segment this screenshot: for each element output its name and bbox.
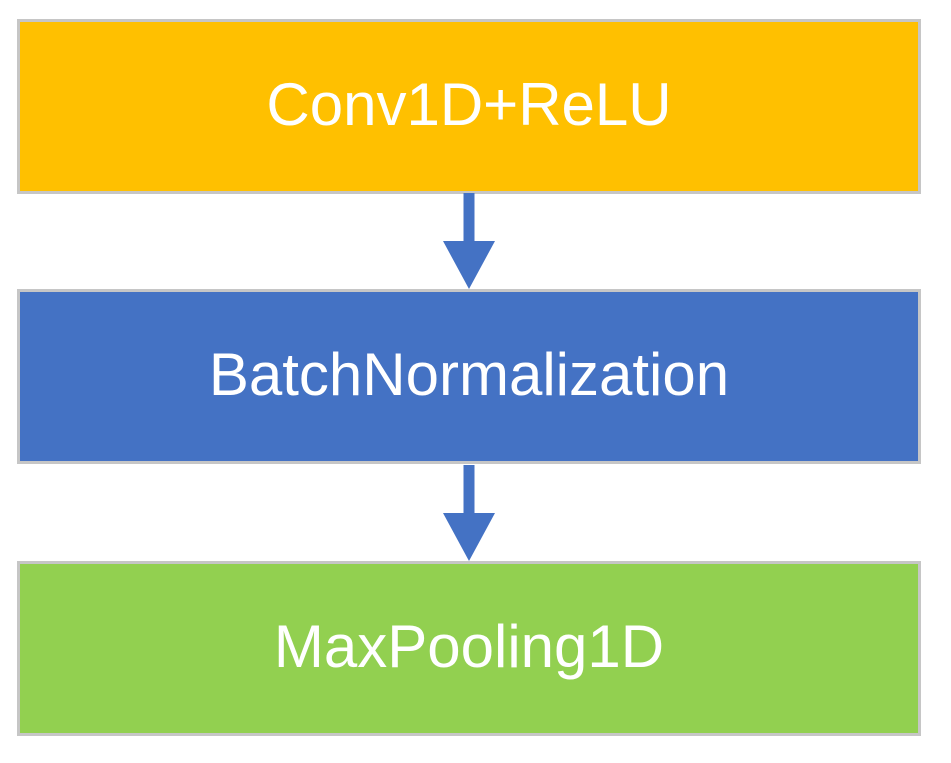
layer-label-batch-normalization: BatchNormalization: [208, 341, 730, 408]
layer-box-maxpooling1d: MaxPooling1D: [17, 561, 921, 736]
arrow-head: [443, 513, 495, 561]
arrow-shaft: [463, 193, 475, 245]
layer-box-batch-normalization: BatchNormalization: [17, 289, 921, 464]
layer-label-maxpooling1d: MaxPooling1D: [273, 613, 665, 680]
layer-label-conv1d-relu: Conv1D+ReLU: [266, 71, 672, 138]
down-arrow-icon: [443, 465, 495, 561]
arrow-head: [443, 241, 495, 289]
down-arrow-icon: [443, 193, 495, 289]
arrow-shaft: [463, 465, 475, 517]
layer-box-conv1d-relu: Conv1D+ReLU: [17, 19, 921, 194]
